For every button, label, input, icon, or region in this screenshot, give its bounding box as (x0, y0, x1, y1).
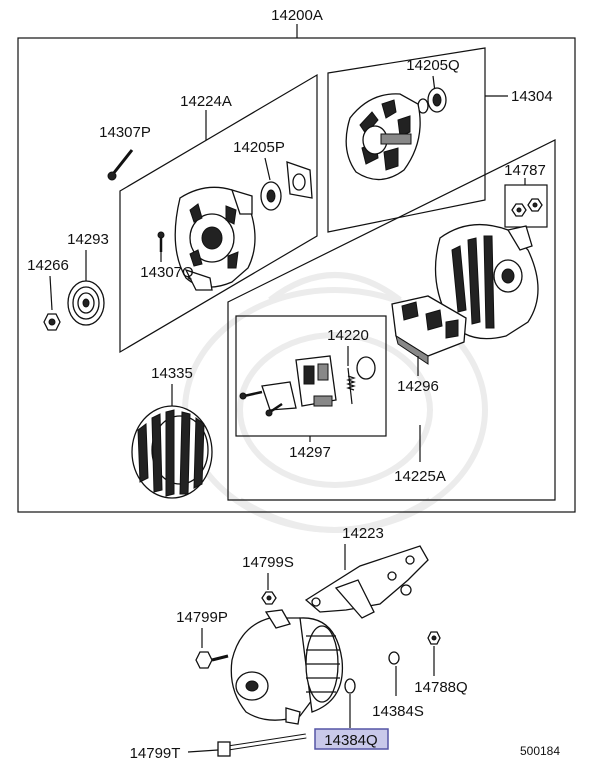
diagram-id: 500184 (520, 744, 560, 758)
label-14788Q: 14788Q (414, 679, 467, 696)
label-14384Q[interactable]: 14384Q (324, 732, 377, 749)
label-14293: 14293 (67, 231, 109, 248)
mount-bracket-icon (304, 545, 429, 619)
small-screw-icon (157, 231, 165, 252)
label-14200A: 14200A (271, 7, 323, 24)
label-14297: 14297 (289, 444, 331, 461)
label-14296: 14296 (397, 378, 439, 395)
label-14266: 14266 (27, 257, 69, 274)
front-bracket-group-frame (119, 73, 318, 354)
washer-s-icon (388, 651, 400, 665)
label-14799S: 14799S (242, 554, 294, 571)
label-14335: 14335 (151, 365, 193, 382)
highlight-box (314, 728, 389, 750)
cap-nut-icon (511, 198, 543, 217)
alternator-icon (230, 609, 344, 725)
label-14205Q: 14205Q (406, 57, 459, 74)
label-14384S: 14384S (372, 703, 424, 720)
rear-bracket-icon (434, 224, 539, 340)
long-bolt-icon (107, 149, 134, 181)
label-14307P: 14307P (99, 124, 151, 141)
label-14224A: 14224A (180, 93, 232, 110)
label-14205P: 14205P (233, 139, 285, 156)
rear-bearing-icon (417, 87, 447, 114)
washer-q-icon (344, 678, 356, 694)
regulator-group-frame (235, 315, 387, 437)
front-bearing-icon (260, 161, 313, 211)
label-14223: 14223 (342, 525, 384, 542)
bolt-t-icon (217, 733, 307, 757)
label-14799P: 14799P (176, 609, 228, 626)
regulator-icon (239, 355, 376, 417)
front-bracket-icon (174, 186, 256, 291)
bolt-p-icon (195, 651, 229, 669)
rotor-icon (345, 93, 421, 181)
bolt-s-icon (261, 591, 277, 605)
label-14799T: 14799T (130, 745, 181, 762)
pulley-icon (67, 280, 105, 326)
pulley-nut-icon (43, 313, 61, 331)
label-14787: 14787 (504, 162, 546, 179)
rear-group-frame (327, 47, 486, 233)
rear-bracket-group-frame (227, 139, 556, 501)
label-14225A: 14225A (394, 468, 446, 485)
stator-icon (131, 405, 213, 499)
rectifier-icon (391, 295, 467, 365)
label-14220: 14220 (327, 327, 369, 344)
label-14304: 14304 (511, 88, 553, 105)
label-14307Q: 14307Q (140, 264, 193, 281)
nut-q-icon (427, 631, 441, 645)
